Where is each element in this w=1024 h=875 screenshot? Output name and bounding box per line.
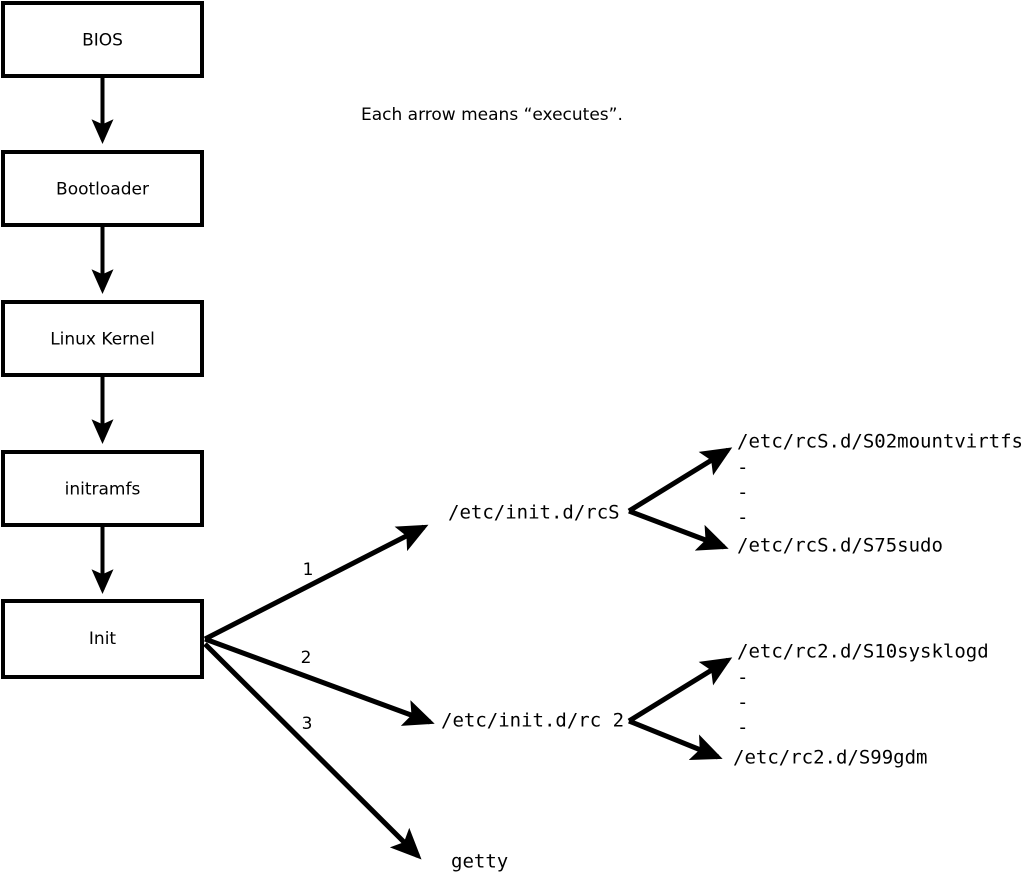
- node-linux-kernel-label: Linux Kernel: [50, 330, 155, 350]
- rc2-ellipsis-dash-2: -: [737, 692, 748, 714]
- label-etc-init-d-rcs: /etc/init.d/rcS: [448, 502, 620, 524]
- rcs-ellipsis-dash-2: -: [737, 482, 748, 504]
- node-initramfs-label: initramfs: [65, 480, 141, 500]
- node-bootloader: Bootloader: [1, 150, 204, 227]
- node-init: Init: [1, 599, 204, 679]
- node-bios: BIOS: [1, 1, 204, 78]
- node-initramfs: initramfs: [1, 450, 204, 527]
- node-initramfs-box: [1, 450, 204, 527]
- arrow-rcs-to-first-script: [627, 447, 733, 514]
- rc2-ellipsis-dash-3: -: [737, 717, 748, 739]
- branch-number-1: 1: [303, 560, 314, 580]
- label-rc2-last-script: /etc/rc2.d/S99gdm: [733, 747, 927, 769]
- arrow-init-to-rc2: [204, 636, 435, 726]
- rcs-ellipsis-dash-3: -: [737, 507, 748, 529]
- arrow-init-to-rcs: [203, 524, 429, 642]
- label-getty: getty: [451, 851, 508, 873]
- label-etc-init-d-rc2: /etc/init.d/rc 2: [441, 710, 624, 732]
- node-init-label: Init: [89, 629, 117, 649]
- branch-number-3: 3: [302, 714, 313, 734]
- node-init-box: [1, 599, 204, 679]
- rc2-ellipsis-dash-1: -: [737, 667, 748, 689]
- rcs-ellipsis-dash-1: -: [737, 457, 748, 479]
- label-rcs-last-script: /etc/rcS.d/S75sudo: [737, 535, 943, 557]
- arrow-rcs-to-last-script: [628, 508, 729, 551]
- node-bios-label: BIOS: [82, 31, 123, 51]
- node-bootloader-label: Bootloader: [56, 180, 149, 200]
- arrow-rc2-to-first-script: [627, 657, 733, 724]
- branch-number-2: 2: [301, 648, 312, 668]
- arrow-init-to-getty: [203, 642, 422, 860]
- node-bios-box: [1, 1, 204, 78]
- arrow-rc2-to-last-script: [628, 718, 723, 760]
- label-rc2-first-script: /etc/rc2.d/S10sysklogd: [737, 641, 989, 663]
- node-linux-kernel: Linux Kernel: [1, 300, 204, 377]
- diagram-caption: Each arrow means “executes”.: [361, 105, 623, 125]
- label-rcs-first-script: /etc/rcS.d/S02mountvirtfs: [737, 431, 1023, 453]
